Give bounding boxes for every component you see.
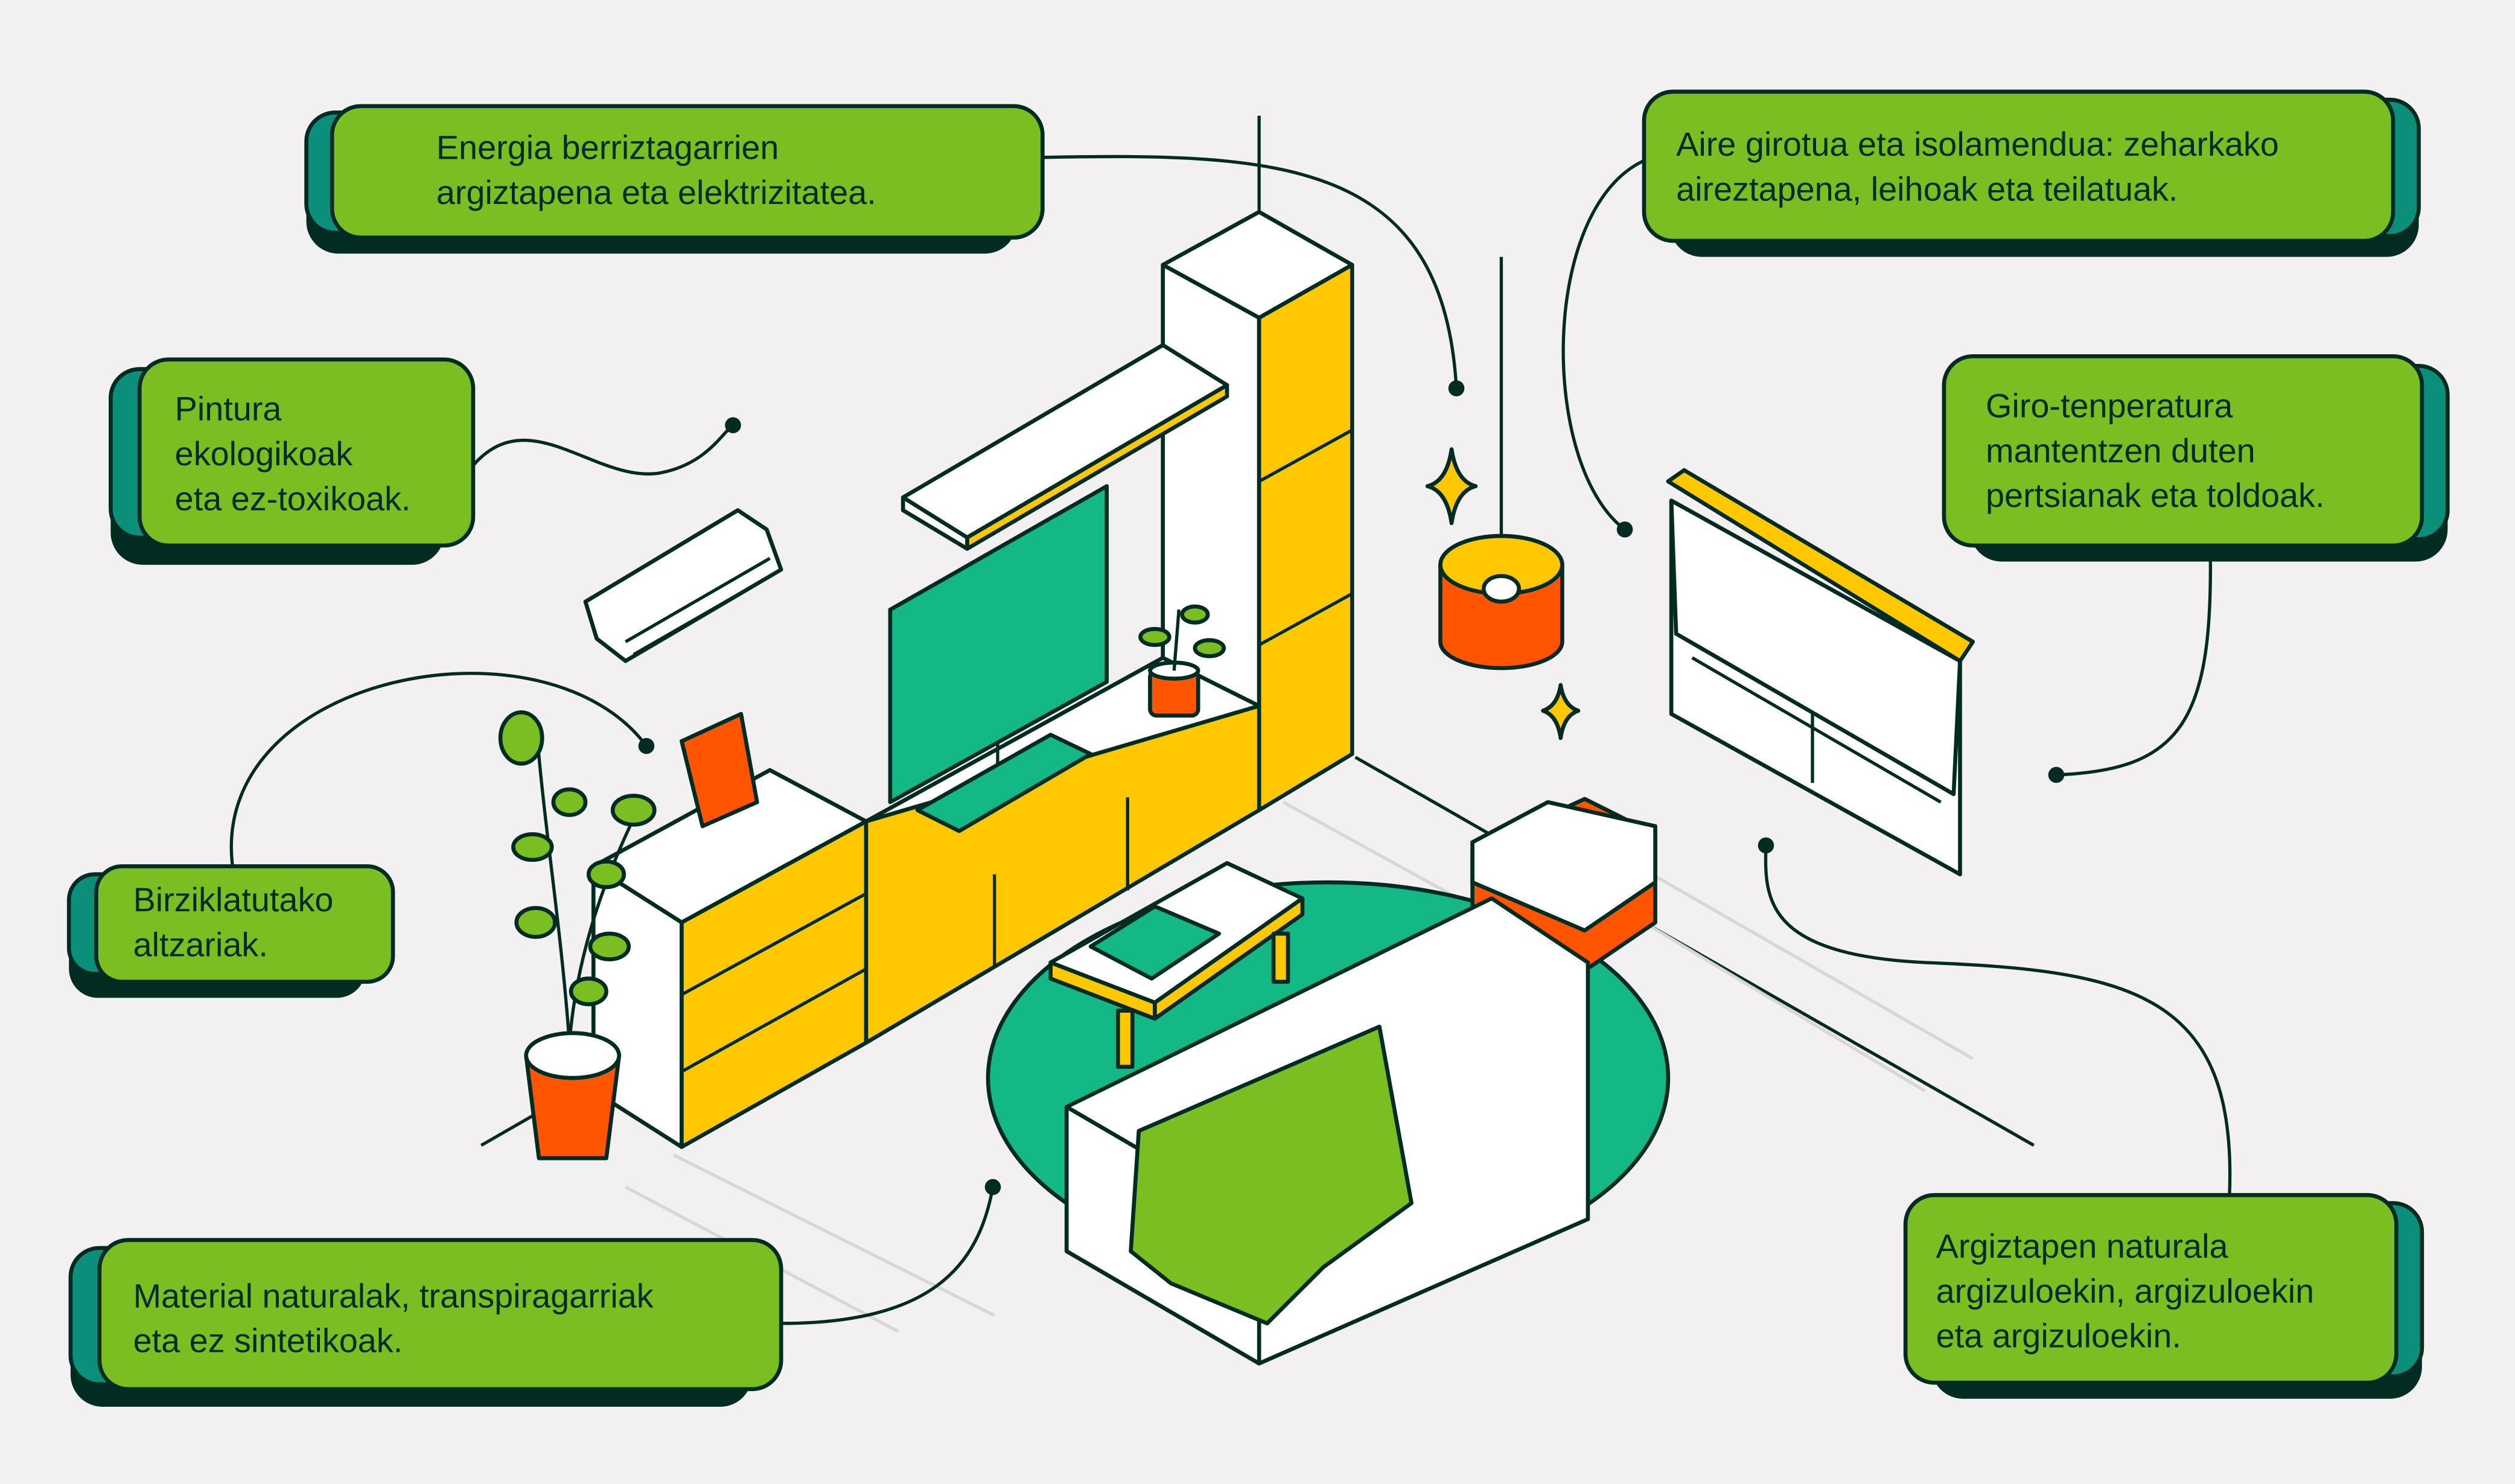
callout-energy: Energia berriztagarrien argiztapena eta e…	[304, 104, 1045, 254]
svg-text:Aire girotua eta isolamendua:: Aire girotua eta isolamendua: zeharkako a…	[1676, 125, 2279, 208]
window-with-blind	[1666, 468, 1975, 877]
connector-dot	[725, 417, 741, 433]
sparkle-icon	[1541, 683, 1581, 740]
callout-text-line: argizuloekin, argizuloekin	[1936, 1272, 2315, 1310]
callout-text-line: Material naturalak, transpiragarriak	[133, 1276, 654, 1314]
svg-text:Material naturalak, transpirag: Material naturalak, transpiragarriak eta …	[133, 1276, 654, 1359]
callout-text-line: Giro-tenperatura	[1986, 386, 2233, 424]
callout-air: Aire girotua eta isolamendua: zeharkako a…	[1642, 89, 2421, 257]
callout-connectors	[229, 154, 2232, 1325]
callout-text-line: eta argizuloekin.	[1936, 1317, 2181, 1355]
picture-frame	[680, 712, 759, 829]
callout-blinds: Giro-tenperatura mantentzen duten pertsian…	[1942, 354, 2450, 562]
pendant-lamp	[1438, 256, 1564, 670]
books-icon	[1088, 904, 1222, 981]
callout-text-line: mantentzen duten	[1986, 432, 2255, 470]
callout-text-line: aireztapena, leihoak eta teilatuak.	[1676, 170, 2178, 208]
sofa-with-blanket	[1064, 896, 1590, 1366]
callout-text-line: Birziklatutako	[133, 881, 334, 919]
callout-text-line: Argiztapen naturala	[1936, 1227, 2229, 1265]
callout-natural-light: Argiztapen naturala argizuloekin, argizul…	[1903, 1193, 2424, 1399]
tall-potted-plant	[498, 710, 657, 1161]
callout-text-line: eta ez sintetikoak.	[133, 1322, 403, 1360]
connector-dot	[1616, 521, 1633, 538]
callout-text-line: Pintura	[175, 390, 282, 428]
connector-dot	[984, 1179, 1001, 1196]
callout-text-line: Energia berriztagarrien	[436, 128, 779, 166]
coffee-table	[1048, 861, 1305, 1069]
callout-text-line: ekologikoak	[175, 435, 353, 473]
connector-dot	[2048, 766, 2065, 783]
sparkle-icon	[1425, 447, 1478, 526]
connector-dot	[1448, 380, 1465, 396]
callout-recycled: Birziklatutako altzariak.	[66, 864, 395, 998]
callout-text-line: eta ez-toxikoak.	[175, 479, 411, 517]
callout-paint: Pintura ekologikoak eta ez-toxikoak.	[109, 357, 476, 565]
television	[888, 484, 1109, 833]
callout-materials: Material naturalak, transpiragarriak eta …	[68, 1238, 783, 1407]
connector-dot	[638, 737, 655, 754]
small-potted-plant	[1138, 604, 1226, 718]
callout-text-line: pertsianak eta toldoak.	[1986, 476, 2324, 514]
callout-text-line: argiztapena eta elektrizitatea.	[436, 173, 876, 211]
wall-shelf	[900, 343, 1229, 551]
connector-dot	[1758, 837, 1774, 854]
callout-text-line: Aire girotua eta isolamendua: zeharkako	[1676, 125, 2279, 163]
callout-text-line: altzariak.	[133, 925, 268, 963]
air-conditioner	[583, 508, 783, 663]
